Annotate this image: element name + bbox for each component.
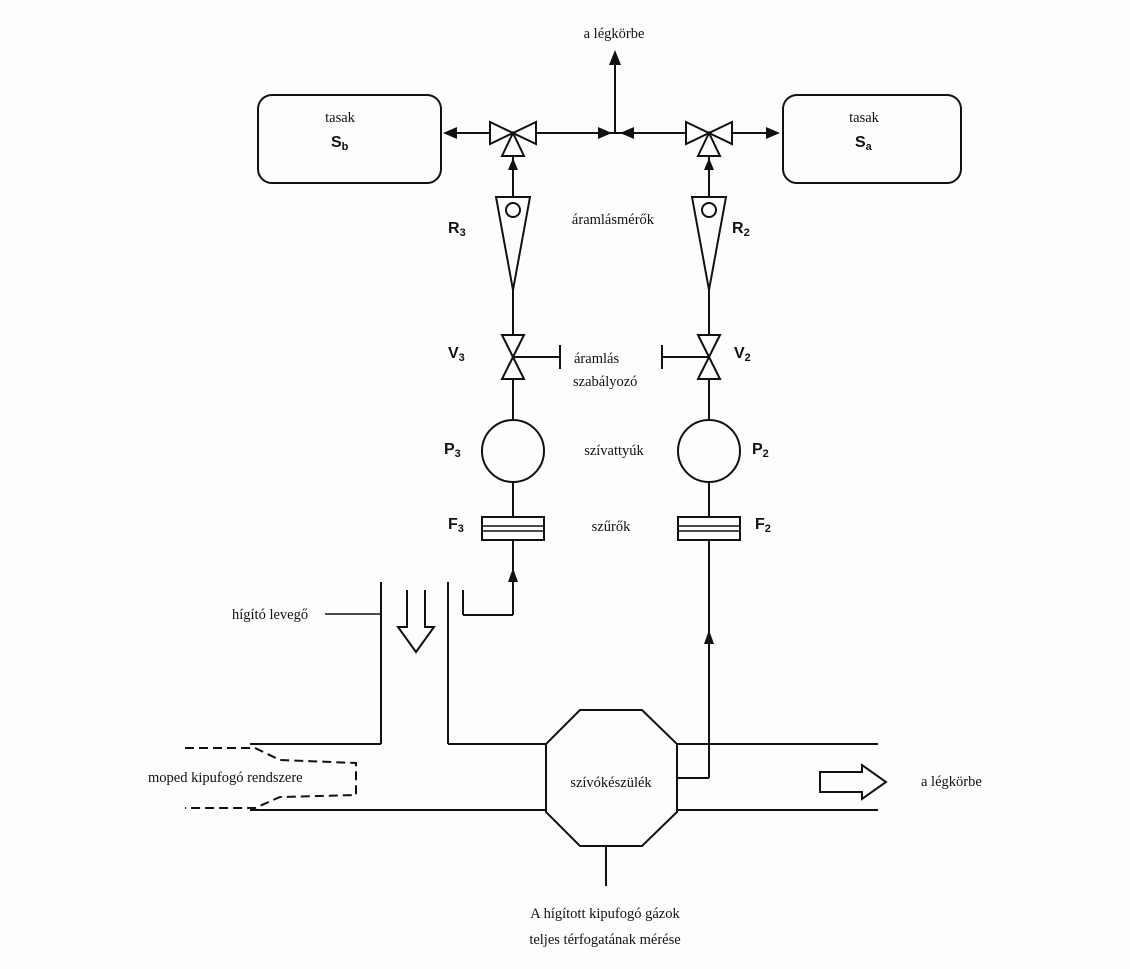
flowmeter-r2-label: R2 xyxy=(732,220,750,239)
bag-sb-symbol: Sb xyxy=(331,134,349,153)
suction-device xyxy=(545,709,678,847)
flowmeter-r3-label: R3 xyxy=(448,220,466,239)
arrow-right-to-vent xyxy=(620,127,634,139)
caption-line1: A hígított kipufogó gázok xyxy=(530,906,680,922)
flowmeter-r3 xyxy=(494,196,532,291)
pump-p2-label: P2 xyxy=(752,441,769,460)
flowmeter-r2 xyxy=(690,196,728,291)
suction-device-label: szívókészülék xyxy=(570,775,652,791)
bag-sb-title: tasak xyxy=(325,110,355,126)
filter-f3-label: F3 xyxy=(448,516,464,535)
atmosphere-top-label: a légkörbe xyxy=(583,26,645,42)
arrow-to-bag-sa xyxy=(766,127,780,139)
arrow-up-to-atmosphere xyxy=(609,50,621,65)
three-way-valve-left xyxy=(489,120,537,157)
moped-exhaust-label: moped kipufogó rendszere xyxy=(148,770,303,786)
bag-sa xyxy=(782,94,962,184)
bag-sa-symbol: Sa xyxy=(855,134,872,153)
pump-p2 xyxy=(677,419,741,483)
three-way-valve-right xyxy=(685,120,733,157)
pumps-label: szívattyúk xyxy=(584,443,644,459)
pump-p3 xyxy=(481,419,545,483)
dilution-air-inlet xyxy=(325,582,449,744)
control-valve-v3 xyxy=(500,334,561,380)
filter-f3 xyxy=(481,516,545,541)
valve-v3-label: V3 xyxy=(448,345,465,364)
arrow-left-to-vent xyxy=(598,127,612,139)
flow-regulator-label-line2: szabályozó xyxy=(573,374,638,390)
caption-line2: teljes térfogatának mérése xyxy=(529,932,681,948)
outlet-arrow xyxy=(819,763,888,801)
filter-f2 xyxy=(677,516,741,541)
moped-exhaust-pipe xyxy=(185,747,357,809)
atmosphere-right-label: a légkörbe xyxy=(921,774,982,790)
flow-regulator-label-line1: áramlás xyxy=(574,351,620,367)
flowmeters-label: áramlásmérők xyxy=(571,212,655,228)
filter-f2-label: F2 xyxy=(755,516,771,535)
control-valve-v2 xyxy=(661,334,722,380)
branch-left-line xyxy=(462,156,518,616)
dilution-air-label: hígító levegő xyxy=(232,607,309,623)
bag-sb xyxy=(257,94,442,184)
filters-label: szűrők xyxy=(591,519,631,535)
branch-right-line xyxy=(675,156,714,779)
valve-v2-label: V2 xyxy=(734,345,751,364)
arrow-to-bag-sb xyxy=(443,127,457,139)
bag-sa-title: tasak xyxy=(849,110,879,126)
dilution-tunnel xyxy=(185,743,888,811)
pump-p3-label: P3 xyxy=(444,441,461,460)
